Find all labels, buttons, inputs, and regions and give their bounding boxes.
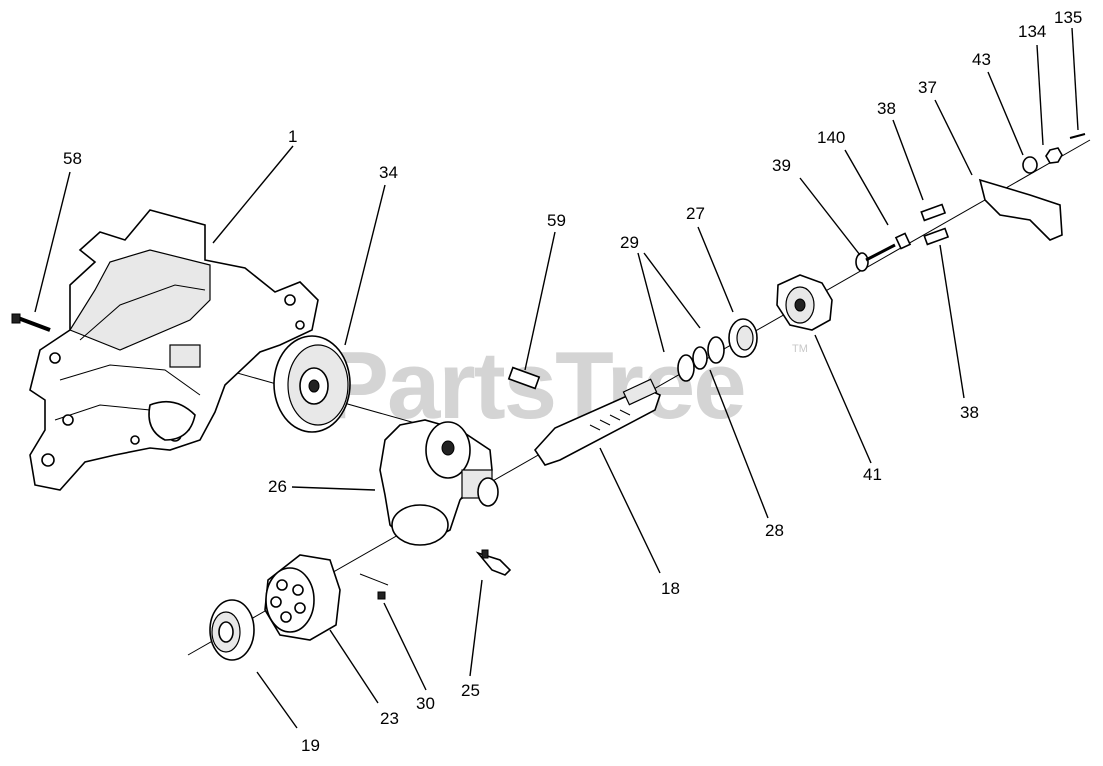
callout-41: 41: [863, 465, 882, 484]
watermark-trademark: TM: [792, 343, 808, 355]
part-pin[interactable]: [507, 366, 541, 390]
leader-lines: [34, 27, 1079, 729]
part-lock-nut[interactable]: [1045, 147, 1063, 164]
callout-38-bottom: 38: [960, 403, 979, 422]
part-shaft[interactable]: [533, 378, 661, 466]
callout-29: 29: [620, 233, 639, 252]
part-center-section[interactable]: [379, 419, 499, 546]
part-thrust-bearing[interactable]: [209, 599, 255, 661]
part-housing[interactable]: [29, 209, 319, 491]
part-cover-cap[interactable]: [776, 274, 833, 331]
callout-34: 34: [379, 163, 398, 182]
callout-1: 1: [288, 127, 297, 146]
callout-135: 135: [1054, 8, 1082, 27]
part-spacers[interactable]: [920, 203, 950, 246]
part-seal[interactable]: [692, 318, 758, 370]
callout-38-top: 38: [877, 99, 896, 118]
part-bracket[interactable]: [978, 178, 1063, 241]
callout-18: 18: [661, 579, 680, 598]
part-key[interactable]: [359, 573, 389, 600]
part-jam-nut[interactable]: [894, 232, 912, 250]
callout-58: 58: [63, 149, 82, 168]
part-bolt[interactable]: [11, 313, 51, 332]
part-fitting[interactable]: [475, 549, 512, 576]
callout-26: 26: [268, 477, 287, 496]
part-cylinder-block[interactable]: [264, 554, 341, 641]
callout-30: 30: [416, 694, 435, 713]
part-cotter-pin[interactable]: [1069, 133, 1086, 139]
callout-28: 28: [765, 521, 784, 540]
part-adjust-screw[interactable]: [855, 243, 896, 272]
callout-59: 59: [547, 211, 566, 230]
callout-140: 140: [817, 128, 845, 147]
callout-labels: 1 58 34 59 29 27 39 140 38 37 43 134 135…: [63, 8, 1082, 755]
callout-25: 25: [461, 681, 480, 700]
callout-37: 37: [918, 78, 937, 97]
callout-27: 27: [686, 204, 705, 223]
part-pulley[interactable]: [273, 335, 351, 433]
part-washer[interactable]: [1022, 156, 1038, 174]
callout-39: 39: [772, 156, 791, 175]
part-retaining-rings[interactable]: [677, 336, 725, 382]
callout-43: 43: [972, 50, 991, 69]
callout-134: 134: [1018, 22, 1046, 41]
callout-23: 23: [380, 709, 399, 728]
callout-19: 19: [301, 736, 320, 755]
